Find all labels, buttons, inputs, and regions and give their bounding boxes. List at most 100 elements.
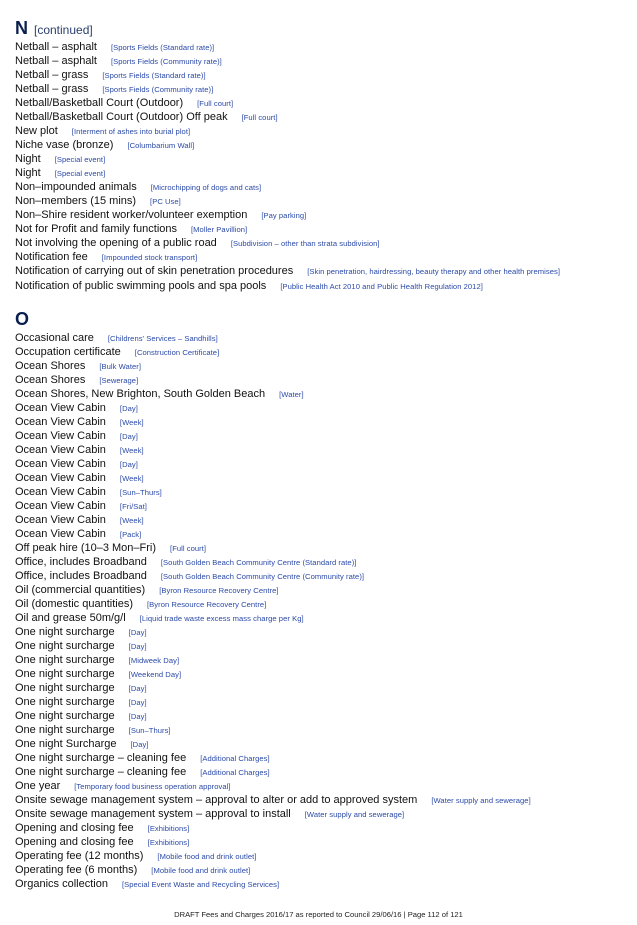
entry-reference: [Additional Charges]: [200, 754, 270, 763]
entry-term: Oil and grease 50m/g/l: [15, 612, 126, 624]
index-entry: Ocean View Cabin [Day]: [15, 429, 625, 443]
entry-reference: [Mobile food and drink outlet]: [157, 852, 257, 861]
entry-reference: [Day]: [128, 642, 147, 651]
entry-reference: [Special event]: [54, 169, 106, 178]
index-entry: One night surcharge[Day]: [15, 625, 625, 639]
entry-reference: [Public Health Act 2010 and Public Healt…: [280, 282, 483, 291]
index-entry: One year[Temporary food business operati…: [15, 779, 625, 793]
index-list-n: Netball – asphalt [Sports Fields (Standar…: [15, 40, 625, 293]
index-list-o: Occasional care[Childrens' Services – Sa…: [15, 331, 625, 891]
entry-reference: [Skin penetration, hairdressing, beauty …: [307, 267, 560, 276]
entry-term: Ocean View Cabin: [15, 486, 106, 498]
entry-term: Ocean Shores: [15, 374, 86, 386]
entry-reference: [Water supply and sewerage]: [431, 796, 531, 805]
index-entry: Netball/Basketball Court (Outdoor)[Full …: [15, 96, 625, 110]
index-entry: Occasional care[Childrens' Services – Sa…: [15, 331, 625, 345]
index-entry: One night surcharge[Midweek Day]: [15, 653, 625, 667]
entry-term: One night surcharge – cleaning fee: [15, 752, 187, 764]
entry-reference: [Sports Fields (Standard rate)]: [110, 43, 215, 52]
entry-reference: [Liquid trade waste excess mass charge p…: [139, 614, 304, 623]
entry-term: Non–members (15 mins): [15, 195, 137, 207]
section-letter: O: [15, 309, 30, 329]
entry-term: Oil (commercial quantities): [15, 584, 146, 596]
entry-reference: [Day]: [119, 432, 138, 441]
index-entry: Ocean View Cabin [Week]: [15, 443, 625, 457]
entry-term: Notification of public swimming pools an…: [15, 280, 267, 292]
entry-term: Ocean View Cabin: [15, 430, 106, 442]
entry-term: Night: [15, 153, 41, 165]
entry-term: Off peak hire (10–3 Mon–Fri): [15, 542, 157, 554]
entry-term: Ocean Shores, New Brighton, South Golden…: [15, 388, 266, 400]
entry-reference: [Moller Pavillion]: [191, 225, 248, 234]
index-entry: Ocean View Cabin [Day]: [15, 457, 625, 471]
entry-reference: [Full court]: [170, 544, 207, 553]
entry-term: One night surcharge: [15, 640, 115, 652]
index-entry: Niche vase (bronze) [Columbarium Wall]: [15, 138, 625, 152]
index-entry: Netball/Basketball Court (Outdoor) Off p…: [15, 110, 625, 124]
entry-reference: [Sun–Thurs]: [128, 726, 171, 735]
index-entry: Netball – grass[Sports Fields (Community…: [15, 82, 625, 96]
index-entry: Non–members (15 mins) [PC Use]: [15, 194, 625, 208]
index-entry: Ocean View Cabin[Week]: [15, 415, 625, 429]
entry-reference: [South Golden Beach Community Centre (St…: [160, 558, 357, 567]
index-entry: Onsite sewage management system – approv…: [15, 793, 625, 807]
entry-term: Occupation certificate: [15, 346, 121, 358]
entry-reference: [Midweek Day]: [128, 656, 180, 665]
entry-term: One night surcharge: [15, 696, 115, 708]
entry-term: Onsite sewage management system – approv…: [15, 794, 418, 806]
index-entry: Notification of carrying out of skin pen…: [15, 264, 625, 279]
entry-term: Night: [15, 167, 41, 179]
entry-reference: [PC Use]: [150, 197, 181, 206]
entry-reference: [Special Event Waste and Recycling Servi…: [121, 880, 280, 889]
entry-reference: [Day]: [128, 628, 147, 637]
entry-term: Non–impounded animals: [15, 181, 137, 193]
index-entry: Oil (commercial quantities) [Byron Resour…: [15, 583, 625, 597]
entry-reference: [Construction Certificate]: [134, 348, 220, 357]
index-entry: Office, includes Broadband[South Golden …: [15, 555, 625, 569]
entry-reference: [Day]: [119, 404, 138, 413]
entry-reference: [Mobile food and drink outlet]: [151, 866, 251, 875]
entry-term: Netball/Basketball Court (Outdoor) Off p…: [15, 111, 228, 123]
entry-term: Non–Shire resident worker/volunteer exem…: [15, 209, 248, 221]
entry-reference: [Pack]: [119, 530, 142, 539]
index-entry: Opening and closing fee[Exhibitions]: [15, 821, 625, 835]
entry-term: Niche vase (bronze): [15, 139, 114, 151]
index-entry: Oil and grease 50m/g/l [Liquid trade wast…: [15, 611, 625, 625]
entry-term: One year: [15, 780, 61, 792]
entry-reference: [Weekend Day]: [128, 670, 182, 679]
index-entry: Netball – asphalt [Sports Fields (Standar…: [15, 40, 625, 54]
entry-term: Notification fee: [15, 251, 88, 263]
entry-reference: [Week]: [119, 446, 144, 455]
entry-term: Operating fee (6 months): [15, 864, 138, 876]
index-entry: New plot[Interment of ashes into burial …: [15, 124, 625, 138]
index-entry: Netball – grass[Sports Fields (Standard …: [15, 68, 625, 82]
entry-reference: [Exhibitions]: [147, 838, 190, 847]
entry-reference: [Columbarium Wall]: [127, 141, 195, 150]
entry-term: Ocean View Cabin: [15, 444, 106, 456]
entry-reference: [Special event]: [54, 155, 106, 164]
entry-reference: [Day]: [119, 460, 138, 469]
section-heading-o: O: [15, 309, 29, 329]
index-entry: Oil (domestic quantities)[Byron Resource…: [15, 597, 625, 611]
entry-reference: [Sewerage]: [99, 376, 139, 385]
entry-reference: [Water supply and sewerage]: [304, 810, 405, 819]
entry-term: Ocean View Cabin: [15, 514, 106, 526]
index-entry: Ocean Shores[Bulk Water]: [15, 359, 625, 373]
entry-reference: [Bulk Water]: [99, 362, 141, 371]
entry-term: One night surcharge – cleaning fee: [15, 766, 187, 778]
section-letter: N: [15, 18, 28, 38]
index-entry: One night surcharge[Day]: [15, 695, 625, 709]
entry-term: Ocean View Cabin: [15, 458, 106, 470]
entry-term: Netball – asphalt: [15, 41, 97, 53]
entry-reference: [Interment of ashes into burial plot]: [71, 127, 191, 136]
entry-term: Ocean View Cabin: [15, 472, 106, 484]
entry-term: Operating fee (12 months): [15, 850, 144, 862]
index-entry: One night surcharge – cleaning fee[Addit…: [15, 765, 625, 779]
entry-term: Opening and closing fee: [15, 836, 134, 848]
entry-reference: [Sports Fields (Community rate)]: [110, 57, 222, 66]
index-entry: Occupation certificate [Construction Cert…: [15, 345, 625, 359]
entry-reference: [Byron Resource Recovery Centre]: [159, 586, 279, 595]
entry-reference: [Childrens' Services – Sandhills]: [107, 334, 218, 343]
entry-term: One night surcharge: [15, 668, 115, 680]
entry-term: Oil (domestic quantities): [15, 598, 133, 610]
